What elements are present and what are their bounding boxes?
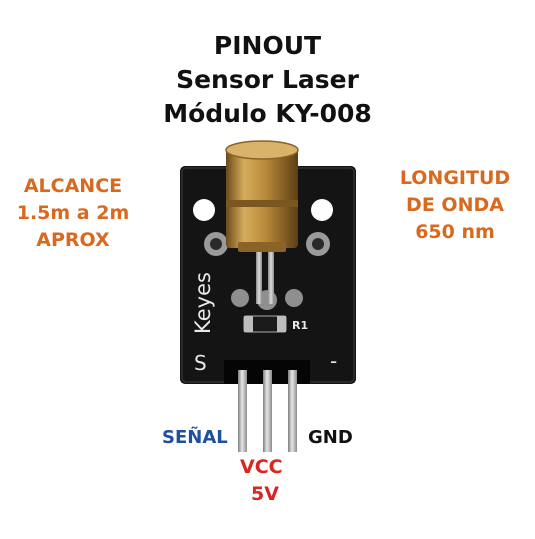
- brand-silkscreen: Keyes: [191, 272, 215, 334]
- resistor-mark: R1: [292, 319, 308, 332]
- mounting-hole: [193, 199, 215, 221]
- solder-pad-hole: [210, 238, 222, 250]
- wavelength-note: LONGITUD DE ONDA 650 nm: [380, 165, 530, 246]
- range-note: ALCANCE 1.5m a 2m APROX: [8, 173, 138, 254]
- laser-diode-ring: [226, 200, 298, 207]
- pin-label-gnd: GND: [308, 427, 353, 448]
- solder-pad-hole: [312, 238, 324, 250]
- resistor-cap: [244, 316, 253, 332]
- range-note-line-1: ALCANCE: [23, 175, 123, 197]
- laser-diode-top: [225, 140, 299, 160]
- title-line-2: Sensor Laser: [176, 65, 359, 94]
- pin-label-vcc-voltage: 5V: [251, 483, 279, 505]
- wavelength-note-line-2: DE ONDA: [406, 194, 504, 216]
- header-pin-signal: [238, 370, 247, 452]
- header-pin-gnd: [288, 370, 297, 452]
- resistor-cap: [277, 316, 286, 332]
- wavelength-note-line-3: 650 nm: [415, 221, 495, 243]
- mounting-hole: [311, 199, 333, 221]
- laser-lead: [268, 248, 274, 304]
- pin-label-signal: SEÑAL: [162, 427, 228, 448]
- solder-pad: [285, 289, 303, 307]
- range-note-line-2: 1.5m a 2m: [16, 202, 130, 224]
- laser-diode-base: [238, 242, 286, 252]
- pin-label-vcc: VCC: [240, 456, 283, 478]
- title-line-1: PINOUT: [213, 31, 322, 60]
- pin-mark-signal: S: [194, 351, 207, 375]
- wavelength-note-line-1: LONGITUD: [399, 167, 511, 189]
- header-pin-vcc: [263, 370, 272, 452]
- range-note-line-3: APROX: [36, 229, 110, 251]
- laser-lead: [256, 248, 262, 304]
- solder-pad: [231, 289, 249, 307]
- pin-mark-ground: -: [330, 349, 337, 373]
- laser-module-illustration: R1 Keyes S -: [180, 140, 356, 452]
- laser-diode-body: [226, 148, 298, 248]
- title-line-3: Módulo KY-008: [163, 99, 372, 128]
